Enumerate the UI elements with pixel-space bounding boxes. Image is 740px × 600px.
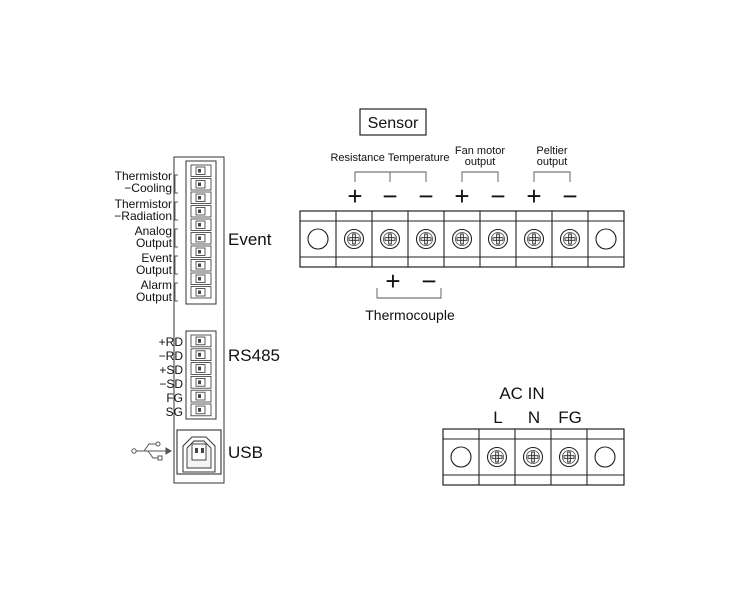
- peltier-label-line1: Peltier: [536, 145, 568, 157]
- usb-port: [176, 429, 222, 475]
- mounting-hole: [594, 446, 616, 468]
- screw-terminal: [559, 228, 581, 250]
- connector-pin: [190, 375, 212, 389]
- connector-pin: [190, 218, 212, 231]
- thermocouple-label: Thermocouple: [365, 307, 455, 323]
- event-label-line: −Cooling: [124, 181, 172, 195]
- connector-pin: [190, 272, 212, 285]
- fan-motor-bracket: [461, 171, 499, 182]
- event-label-line: Alarm: [141, 278, 172, 292]
- event-labels: Thermistor −Cooling Thermistor −Radiatio…: [114, 169, 172, 304]
- screw-terminal: [415, 228, 437, 250]
- polarity-sign: +: [454, 181, 469, 211]
- ac-in-title: AC IN: [499, 384, 544, 403]
- ac-in-terminal-block: [442, 428, 625, 486]
- thermocouple-bracket: [376, 288, 442, 299]
- connector-pin: [190, 389, 212, 403]
- screw-terminal: [558, 446, 580, 468]
- mounting-hole: [595, 228, 617, 250]
- resistance-temperature-bracket: [354, 171, 427, 182]
- rs485-label: −RD: [159, 349, 184, 363]
- polarity-sign: −: [382, 181, 397, 211]
- connector-pin: [190, 403, 212, 417]
- polarity-sign: −: [418, 181, 433, 211]
- ac-in-terminal-label: FG: [558, 408, 582, 427]
- mounting-hole: [307, 228, 329, 250]
- connector-pin: [190, 334, 212, 348]
- screw-terminal: [487, 228, 509, 250]
- screw-terminal: [451, 228, 473, 250]
- connector-pin: [190, 232, 212, 245]
- thermocouple-group: + − Thermocouple: [365, 266, 455, 323]
- connector-pin: [190, 164, 212, 177]
- peltier-label-line2: output: [537, 156, 568, 168]
- connector-strip: [173, 156, 225, 484]
- polarity-signs-top: + − − + − + −: [347, 181, 577, 211]
- rs485-label: +RD: [159, 335, 184, 349]
- event-label-line: −Radiation: [114, 209, 172, 223]
- thermocouple-minus: −: [421, 266, 436, 296]
- screw-terminal: [379, 228, 401, 250]
- screw-terminal: [522, 446, 544, 468]
- connector-pin: [190, 205, 212, 218]
- event-label-line: Output: [136, 290, 173, 304]
- rs485-label: FG: [166, 391, 183, 405]
- connector-pin: [190, 191, 212, 204]
- rs485-title: RS485: [228, 346, 280, 365]
- sensor-terminal-block: [299, 210, 625, 268]
- mounting-hole: [450, 446, 472, 468]
- polarity-sign: −: [490, 181, 505, 211]
- rs485-label: SG: [166, 405, 183, 419]
- connector-pin: [190, 348, 212, 361]
- event-label-line: Thermistor: [115, 169, 172, 183]
- resistance-temperature-label: Resistance Temperature: [330, 152, 449, 164]
- sensor-label-box: Sensor: [359, 108, 427, 136]
- event-title: Event: [228, 230, 272, 249]
- screw-terminal: [486, 446, 508, 468]
- event-label-brackets: [174, 174, 178, 302]
- event-label-line: Output: [136, 236, 173, 250]
- fan-motor-label-line1: Fan motor: [455, 145, 505, 157]
- connector-pin: [190, 286, 212, 299]
- rs485-label: +SD: [159, 363, 183, 377]
- ac-in-terminal-label: L: [493, 408, 502, 427]
- ac-in-terminal-label: N: [528, 408, 540, 427]
- connector-pin: [190, 178, 212, 191]
- connector-pin: [190, 245, 212, 258]
- polarity-sign: +: [347, 181, 362, 211]
- connector-pin: [190, 362, 212, 375]
- peltier-bracket: [533, 171, 571, 182]
- event-label-line: Event: [141, 251, 172, 265]
- usb-icon: [131, 441, 172, 461]
- event-label-line: Analog: [135, 224, 172, 238]
- polarity-sign: +: [526, 181, 541, 211]
- connector-pin: [190, 259, 212, 272]
- sensor-label: Sensor: [368, 115, 419, 132]
- polarity-sign: −: [562, 181, 577, 211]
- event-label-line: Thermistor: [115, 197, 172, 211]
- screw-terminal: [523, 228, 545, 250]
- event-label-line: Output: [136, 263, 173, 277]
- screw-terminal: [343, 228, 365, 250]
- rs485-labels: +RD −RD +SD −SD FG SG: [159, 335, 184, 419]
- usb-title: USB: [228, 443, 263, 462]
- fan-motor-label-line2: output: [465, 156, 496, 168]
- thermocouple-plus: +: [385, 266, 400, 296]
- rs485-label: −SD: [159, 377, 183, 391]
